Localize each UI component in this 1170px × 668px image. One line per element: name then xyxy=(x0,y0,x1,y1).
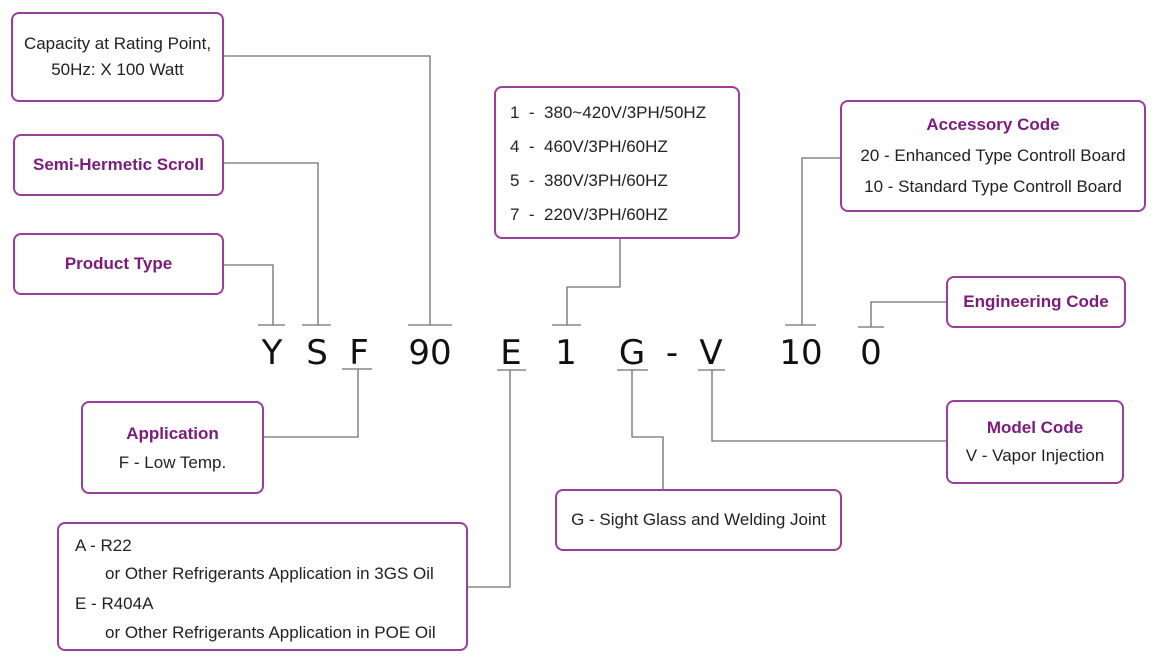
code-segment-engineering: 0 xyxy=(860,333,882,373)
refrigerant-box: A - R22 or Other Refrigerants Applicatio… xyxy=(57,522,468,651)
voltage-item: 4 - 460V/3PH/60HZ xyxy=(510,137,668,156)
product-type-box: Product Type xyxy=(13,233,224,295)
engineering-box: Engineering Code xyxy=(946,276,1126,328)
connector-accessory xyxy=(801,157,840,325)
capacity-line-1: Capacity at Rating Point, xyxy=(23,34,212,53)
semi-hermetic-title: Semi-Hermetic Scroll xyxy=(32,155,204,174)
accessory-title: Accessory Code xyxy=(926,115,1060,134)
code-segment-sight-glass: G xyxy=(618,333,646,373)
connector-capacity xyxy=(223,55,431,325)
code-segment-dash: - xyxy=(665,333,679,373)
sight-glass-item: G - Sight Glass and Welding Joint xyxy=(571,510,826,529)
engineering-title: Engineering Code xyxy=(963,292,1109,311)
code-segment-application: F xyxy=(349,333,369,373)
connector-voltage xyxy=(566,238,621,325)
connector-product-type xyxy=(223,264,274,325)
refrigerant-code: E - R404A xyxy=(75,594,154,613)
application-item: F - Low Temp. xyxy=(118,452,227,472)
refrigerant-desc: or Other Refrigerants Application in POE… xyxy=(105,623,436,642)
sight-glass-box: G - Sight Glass and Welding Joint xyxy=(555,489,842,551)
code-segment-series: Y xyxy=(261,333,283,373)
voltage-item: 5 - 380V/3PH/60HZ xyxy=(510,171,668,190)
refrigerant-desc: or Other Refrigerants Application in 3GS… xyxy=(105,564,434,583)
accessory-item: 20 - Enhanced Type Controll Board xyxy=(860,146,1126,165)
model-title: Model Code xyxy=(986,418,1084,437)
model-item: V - Vapor Injection xyxy=(965,446,1105,465)
application-box: Application F - Low Temp. xyxy=(81,401,264,494)
code-segment-capacity: 90 xyxy=(408,333,452,373)
connector-application xyxy=(263,369,359,438)
code-segment-model: V xyxy=(699,333,723,373)
voltage-item: 7 - 220V/3PH/60HZ xyxy=(510,205,668,224)
refrigerant-code: A - R22 xyxy=(75,536,132,555)
capacity-box: Capacity at Rating Point, 50Hz: X 100 Wa… xyxy=(11,12,224,102)
voltage-box: 1 - 380~420V/3PH/50HZ 4 - 460V/3PH/60HZ … xyxy=(494,86,740,239)
code-segment-refrigerant: E xyxy=(500,333,522,373)
voltage-item: 1 - 380~420V/3PH/50HZ xyxy=(510,103,707,122)
code-segment-accessory: 10 xyxy=(779,333,823,373)
accessory-box: Accessory Code 20 - Enhanced Type Contro… xyxy=(840,100,1146,212)
connector-engineering xyxy=(870,301,946,327)
model-box: Model Code V - Vapor Injection xyxy=(946,400,1124,484)
connector-sight-glass xyxy=(631,370,664,489)
product-type-title: Product Type xyxy=(64,254,173,273)
semi-hermetic-box: Semi-Hermetic Scroll xyxy=(13,134,224,196)
code-segment-voltage: 1 xyxy=(555,333,577,373)
capacity-line-2: 50Hz: X 100 Watt xyxy=(51,60,184,79)
connector-refrigerant xyxy=(467,370,511,588)
accessory-item: 10 - Standard Type Controll Board xyxy=(864,177,1122,196)
code-segment-type: S xyxy=(306,333,328,373)
connector-semi-hermetic xyxy=(223,162,319,325)
connector-model xyxy=(711,370,946,442)
application-title: Application xyxy=(126,423,219,443)
